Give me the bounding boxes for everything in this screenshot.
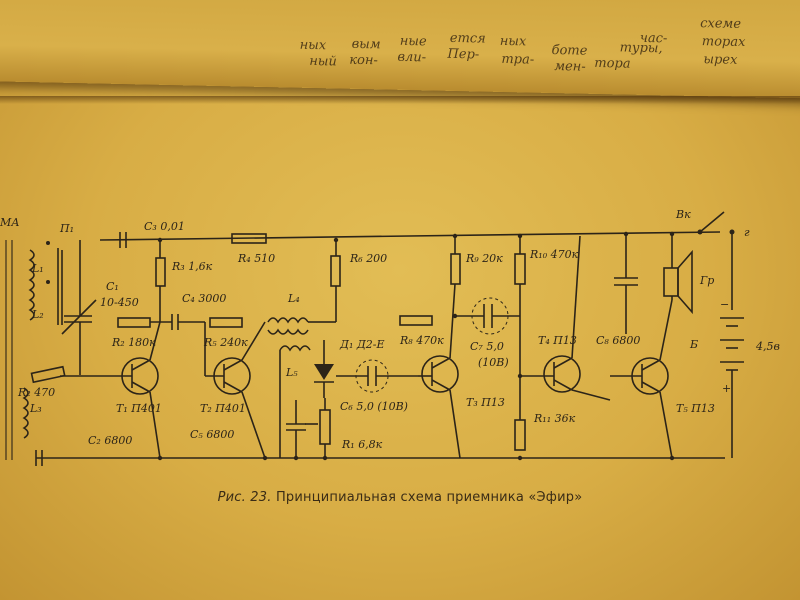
- label-c8: C₈ 6800: [596, 334, 640, 347]
- resistor-r3: [155, 257, 166, 287]
- junction-dot: [517, 233, 523, 239]
- label-t1: Т₁ П401: [116, 402, 162, 415]
- label-plus: +: [722, 382, 731, 395]
- junction-dot: [262, 455, 268, 461]
- junction-dot: [293, 455, 299, 461]
- battery-b: [720, 232, 744, 458]
- capacitor-c5: [286, 400, 306, 458]
- label-t5: Т₅ П13: [676, 402, 715, 415]
- transistor-t2: [204, 321, 266, 459]
- label-t4: Т₄ П13: [538, 334, 577, 347]
- label-b: Б: [689, 338, 698, 351]
- junction-dot: [517, 455, 523, 461]
- resistor-r2-470: [30, 365, 66, 384]
- label-r1: R₁ 6,8к: [341, 438, 383, 451]
- page-shadow: [0, 96, 800, 104]
- label-r9: R₉ 20к: [465, 252, 503, 265]
- resistor-r10: [514, 253, 526, 285]
- label-l1: L₁: [31, 262, 44, 275]
- label-c1: C₁: [106, 280, 119, 293]
- label-gr: Гр: [699, 274, 714, 287]
- label-voltage: 4,5в: [755, 340, 780, 353]
- resistor-r2: [117, 317, 151, 328]
- coil-l1: [28, 249, 35, 321]
- label-c1-value: 10-450: [100, 296, 139, 309]
- label-l2: L₂: [31, 308, 44, 321]
- label-r5: R₅ 240к: [203, 336, 248, 349]
- label-c3: C₃ 0,01: [144, 220, 185, 233]
- junction-dot: [517, 373, 523, 379]
- junction-dot: [333, 237, 339, 243]
- resistor-r5: [209, 317, 243, 328]
- resistor-r9: [450, 253, 461, 285]
- label-r6: R₆ 200: [349, 252, 387, 265]
- label-d1: Д₁ Д2-Е: [339, 338, 385, 351]
- label-r2-470: R₂ 470: [17, 386, 55, 399]
- figure-number: Рис. 23.: [217, 490, 272, 505]
- label-z: г: [744, 226, 750, 239]
- junction-dot: [669, 455, 675, 461]
- coil-l3: [22, 387, 29, 439]
- coil-l5: [279, 345, 311, 458]
- switch-p1: [46, 241, 63, 325]
- label-r8: R₈ 470к: [399, 334, 444, 347]
- transistor-t3: [418, 283, 461, 459]
- label-c7: C₇ 5,0: [470, 340, 504, 353]
- transformer-l4: [267, 317, 320, 335]
- speaker-icon: [663, 234, 693, 315]
- transistor-t5: [610, 299, 673, 459]
- capacitor-c3: [119, 232, 127, 248]
- label-c2: C₂ 6800: [88, 434, 132, 447]
- label-vk: Вк: [675, 208, 691, 221]
- capacitor-c2: [35, 450, 60, 466]
- label-r4: R₄ 510: [237, 252, 275, 265]
- junction-dot: [157, 237, 163, 243]
- label-c5: C₅ 6800: [190, 428, 234, 441]
- junction-dot: [452, 233, 458, 239]
- label-r11: R₁₁ 36к: [533, 412, 576, 425]
- label-ma: МА: [0, 216, 20, 229]
- capacitor-c6: [336, 359, 418, 393]
- junction-dot: [322, 455, 328, 461]
- capacitor-c4: [159, 286, 205, 330]
- junction-dot: [452, 313, 458, 319]
- resistor-r6: [330, 255, 341, 287]
- top-rail: [99, 231, 721, 241]
- resistor-r11: [514, 419, 526, 451]
- label-c7-voltage: (10В): [478, 356, 509, 369]
- label-l3: L₃: [29, 402, 42, 415]
- label-c6: C₆ 5,0 (10В): [340, 400, 408, 413]
- label-p1: П₁: [59, 222, 74, 235]
- capacitor-c7: [455, 297, 520, 335]
- junction-dot: [157, 455, 163, 461]
- junction-dot: [623, 231, 629, 237]
- transistor-t1: [60, 321, 161, 459]
- transistor-t4: [520, 235, 611, 401]
- label-t3: Т₃ П13: [466, 396, 505, 409]
- antenna-rod: [5, 240, 13, 460]
- label-l4: L₄: [287, 292, 300, 305]
- label-t2: Т₂ П401: [200, 402, 246, 415]
- figure-caption: Рис. 23. Принципиальная схема приемника …: [120, 490, 680, 505]
- resistor-r4: [231, 233, 267, 244]
- potentiometer-r1: [305, 398, 331, 458]
- power-switch-vk: [697, 211, 735, 235]
- label-r3: R₃ 1,6к: [171, 260, 213, 273]
- label-r2: R₂ 180к: [111, 336, 156, 349]
- capacitor-c1-variable: [61, 240, 97, 375]
- label-r10: R₁₀ 470к: [529, 248, 579, 261]
- junction-dot: [669, 231, 675, 237]
- resistor-r8: [399, 315, 433, 326]
- label-minus: −: [720, 298, 729, 311]
- label-l5: L₅: [285, 366, 298, 379]
- capacitor-c8: [614, 234, 638, 334]
- figure-caption-text: Принципиальная схема приемника «Эфир»: [275, 490, 583, 505]
- label-c4: C₄ 3000: [182, 292, 226, 305]
- diode-d1: [314, 340, 334, 398]
